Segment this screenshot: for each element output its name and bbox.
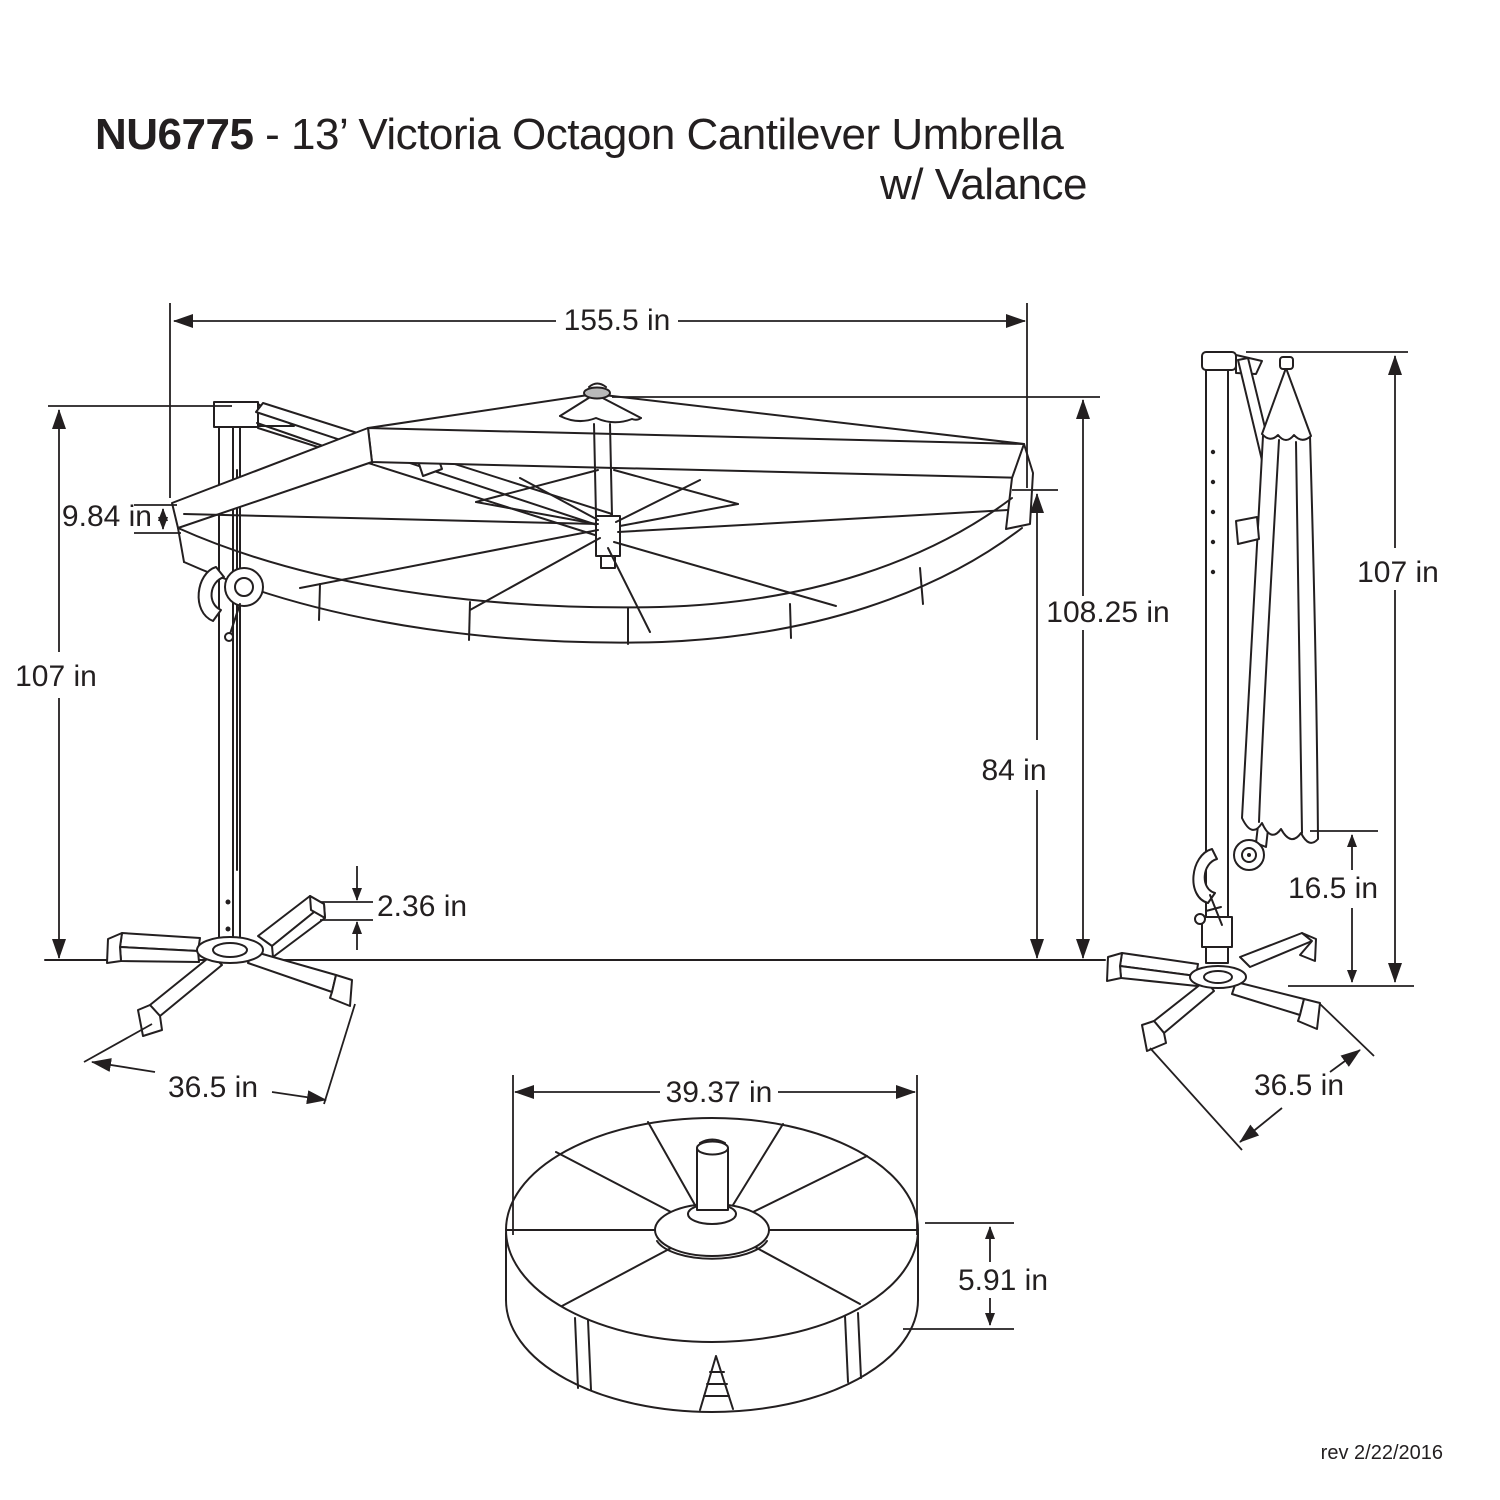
dim-base-arm-span-left: 36.5 in [83,1003,356,1105]
title-subline: w/ Valance [880,160,1087,209]
dim-closed-height-label: 107 in [1357,556,1439,589]
finial [583,386,611,400]
closed-pole [1201,351,1263,964]
canopy-valance [177,497,1023,645]
open-pole [213,401,295,944]
title-product-name: - 13’ Victoria Octagon Cantilever Umbrel… [253,110,1064,159]
dim-pole-height: 107 in [15,405,232,959]
base-weight-sector-lines [506,1121,918,1307]
dim-closed-height: 107 in [1246,351,1439,983]
dim-valance-drop-label: 9.84 in [62,500,152,533]
base-weight-view: 39.37 in 5.91 in [505,1075,1048,1413]
dim-base-diameter-label: 39.37 in [666,1076,773,1109]
dim-base-arm-span-left-label: 36.5 in [168,1071,258,1104]
dim-clearance-label: 84 in [981,754,1046,787]
closed-cross-base [1106,932,1321,1052]
revision-note: rev 2/22/2016 [1320,1442,1443,1464]
dim-base-bar-height: 2.36 in [320,866,467,950]
dim-overall-height-label: 108.25 in [1046,596,1169,629]
canopy-strap [1235,516,1260,545]
dim-valance-drop: 9.84 in [62,500,181,534]
page-title: NU6775 - 13’ Victoria Octagon Cantilever… [95,110,1064,160]
open-canopy [171,382,1034,645]
canopy-ribs [183,469,1009,633]
closed-tilt-crank [1192,839,1265,926]
open-tilt-crank [197,566,264,642]
dim-canopy-width-label: 155.5 in [564,304,671,337]
dim-base-height-label: 5.91 in [958,1264,1048,1297]
dim-overall-height: 108.25 in [612,396,1170,959]
title-model-number: NU6775 [95,110,254,159]
closed-finial [1279,356,1294,370]
dim-clearance: 84 in [981,489,1058,959]
dim-base-arm-span-right: 36.5 in [1149,1003,1375,1151]
dim-base-height: 5.91 in [903,1222,1048,1330]
closed-umbrella-view: 107 in 16.5 in 36.5 in [1106,351,1439,1151]
dim-base-arm-span-right-label: 36.5 in [1254,1069,1344,1102]
closed-canopy [1235,356,1319,844]
dim-closed-clearance-label: 16.5 in [1288,872,1378,905]
open-umbrella-view: 155.5 in 108.25 in 84 in 107 in [15,303,1170,1105]
dim-canopy-width: 155.5 in [169,303,1028,498]
dim-base-bar-height-label: 2.36 in [377,890,467,923]
dim-base-diameter: 39.37 in [512,1075,918,1235]
open-cross-base [106,895,353,1037]
dim-closed-clearance: 16.5 in [1288,830,1378,983]
dim-pole-height-label: 107 in [15,660,97,693]
